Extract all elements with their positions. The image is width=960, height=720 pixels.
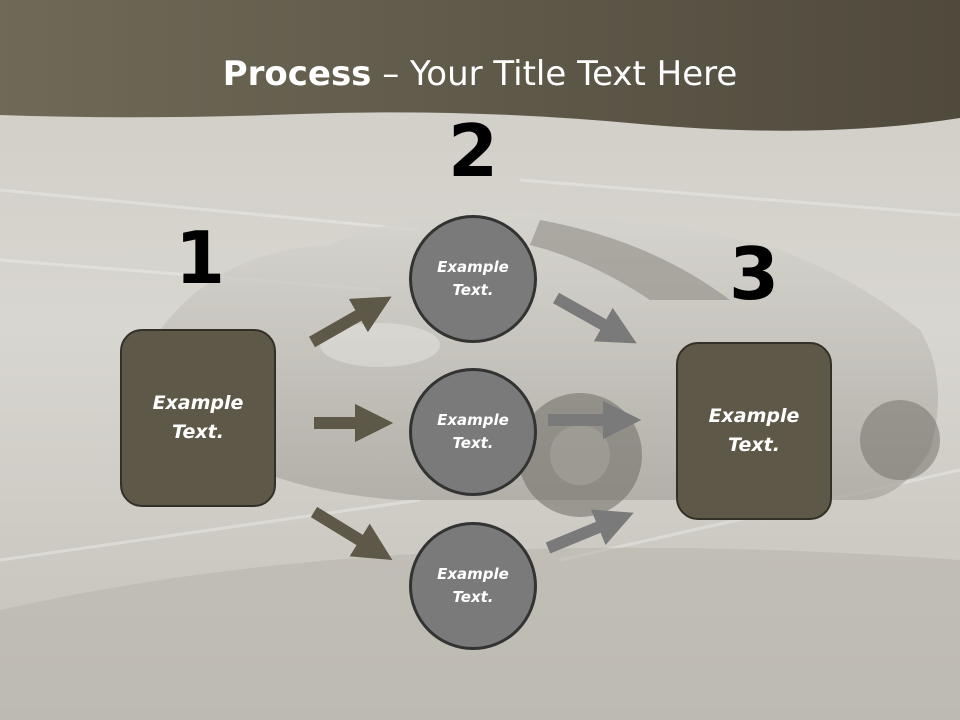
step-2-circle-middle: Example Text. bbox=[409, 368, 537, 496]
slide-title: Process – Your Title Text Here bbox=[0, 52, 960, 96]
arrow-top-to-3 bbox=[553, 292, 637, 344]
step-3-text: Example Text. bbox=[708, 405, 800, 456]
step-3-box: Example Text. bbox=[676, 342, 832, 520]
step-2-circle-bottom: Example Text. bbox=[409, 522, 537, 650]
title-rest: – Your Title Text Here bbox=[371, 54, 738, 94]
step-number-3: 3 bbox=[728, 232, 780, 316]
step-number-2: 2 bbox=[447, 109, 499, 193]
arrow-1-to-bottom bbox=[310, 506, 393, 561]
step-1-text: Example Text. bbox=[152, 392, 244, 443]
title-bold: Process bbox=[222, 54, 372, 94]
circle-middle-text: Example Text. bbox=[437, 411, 509, 452]
step-1-box: Example Text. bbox=[120, 329, 276, 507]
step-2-circle-top: Example Text. bbox=[409, 215, 537, 343]
arrow-bottom-to-3 bbox=[545, 509, 634, 554]
step-number-1: 1 bbox=[174, 216, 226, 300]
arrow-1-to-top bbox=[309, 296, 392, 348]
circle-top-text: Example Text. bbox=[437, 258, 509, 299]
circle-bottom-text: Example Text. bbox=[437, 565, 509, 606]
